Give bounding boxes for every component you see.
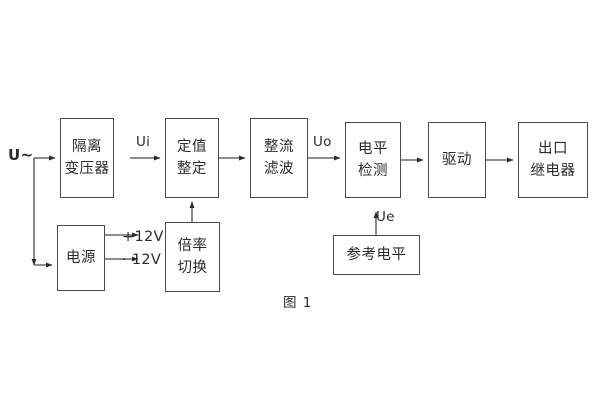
block-line: 出口 (538, 140, 568, 157)
block-multiplier-switch[interactable]: 倍率 切换 (165, 222, 220, 292)
label-input-voltage: U~ (8, 146, 34, 164)
block-line: 整定 (177, 161, 207, 177)
block-line: 定值 (177, 138, 207, 155)
block-drive[interactable]: 驱动 (428, 122, 486, 198)
block-line: 整流 (264, 138, 294, 155)
block-rectify-filter[interactable]: 整流 滤波 (250, 118, 308, 198)
block-line: 检测 (358, 163, 388, 179)
block-line: 参考电平 (346, 246, 407, 263)
block-line: 电平 (358, 140, 388, 157)
block-line: 隔离 (72, 138, 102, 155)
label-ue-signal: Ue (376, 209, 395, 225)
block-reference-level[interactable]: 参考电平 (333, 235, 420, 275)
label-ui-signal: Ui (136, 134, 151, 150)
block-setting-adjust[interactable]: 定值 整定 (165, 118, 219, 198)
label-uo-signal: Uo (313, 134, 332, 150)
figure-caption: 图 1 (283, 295, 313, 311)
label-rail-negative-12v: · 12V (122, 252, 162, 268)
block-output-relay[interactable]: 出口 继电器 (518, 122, 588, 198)
block-line: 切换 (177, 260, 208, 276)
block-isolation-transformer[interactable]: 隔离 变压器 (60, 118, 114, 198)
label-rail-positive-12v: +12V (122, 229, 164, 245)
block-line: 驱动 (442, 151, 472, 168)
block-line: 变压器 (64, 161, 110, 177)
block-level-detect[interactable]: 电平 检测 (345, 122, 401, 198)
block-line: 继电器 (530, 163, 576, 179)
block-line: 倍率 (177, 237, 208, 254)
block-line: 滤波 (264, 161, 294, 177)
block-line: 电源 (66, 249, 96, 266)
block-power-supply[interactable]: 电源 (57, 225, 105, 291)
